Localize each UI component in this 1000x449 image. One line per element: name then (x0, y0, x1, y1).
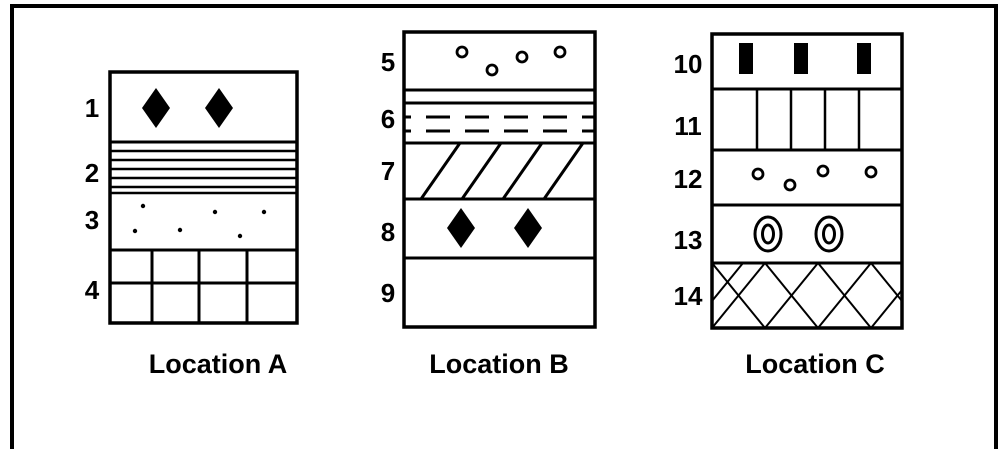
diamond-symbol (447, 208, 475, 248)
layer-14-crosshatch (711, 262, 903, 329)
location-caption: Location C (745, 349, 885, 379)
diamond-symbol (514, 208, 542, 248)
layer-5-circles (455, 45, 567, 77)
layer-number: 3 (85, 205, 99, 235)
layer-13-double-ovals (753, 215, 844, 253)
layer-number: 9 (381, 278, 395, 308)
layer-2-horizontal-lines (110, 149, 297, 195)
layer-number: 2 (85, 158, 99, 188)
layer-3-dots (132, 203, 267, 239)
diamond-symbol (205, 88, 233, 128)
layer-12-circles (751, 164, 878, 192)
layer-number: 1 (85, 93, 99, 123)
layer-number: 5 (381, 47, 395, 77)
layer-number: 13 (674, 225, 703, 255)
column-c-outline (710, 32, 904, 330)
figure-frame (10, 4, 998, 449)
layer-number: 6 (381, 104, 395, 134)
layer-number: 14 (674, 281, 703, 311)
location-caption: Location A (149, 349, 288, 379)
layer-10-black-bars (739, 43, 871, 74)
layer-4-grid (110, 250, 297, 323)
layer-7-diagonal-hatch (419, 142, 585, 200)
column-location-b (402, 30, 597, 329)
layer-number: 11 (674, 111, 702, 141)
layer-number: 12 (674, 164, 703, 194)
column-location-a (108, 70, 299, 325)
layer-number: 4 (85, 275, 100, 305)
layer-number: 10 (674, 49, 703, 79)
layer-number: 7 (381, 156, 395, 186)
layer-6-dashed-lines (404, 101, 595, 133)
column-a-outline (108, 70, 299, 325)
layer-8-diamonds (447, 208, 542, 248)
layer-1-diamonds (142, 88, 233, 128)
diamond-symbol (142, 88, 170, 128)
layer-number: 8 (381, 217, 395, 247)
column-b-outline (402, 30, 597, 329)
location-caption: Location B (429, 349, 569, 379)
column-location-c (710, 32, 904, 330)
layer-11-vertical-lines (755, 89, 861, 150)
